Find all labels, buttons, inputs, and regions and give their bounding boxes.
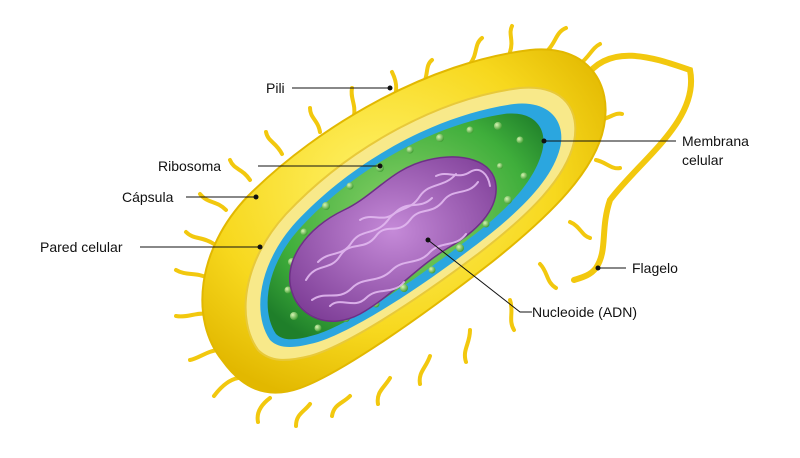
label-flagelo: Flagelo	[632, 260, 678, 276]
label-ribosoma: Ribosoma	[158, 158, 221, 174]
ribosoma-dot	[377, 163, 383, 169]
membrana-dot	[541, 138, 547, 144]
nucleoide-dot	[425, 237, 431, 243]
nucleoid	[289, 156, 497, 322]
pared-celular-dot	[257, 244, 263, 250]
flagellum	[571, 52, 695, 283]
label-pared-celular: Pared celular	[40, 239, 123, 255]
label-membrana-line2: celular	[682, 152, 724, 168]
capsula-dot	[253, 194, 259, 200]
nucleoide-leader	[427, 239, 532, 313]
label-membrana-line1: Membrana	[682, 133, 749, 149]
label-capsula: Cápsula	[122, 189, 174, 205]
label-pili: Pili	[266, 80, 285, 96]
leaders	[140, 85, 676, 313]
label-nucleoide: Nucleoide (ADN)	[532, 304, 637, 320]
flagelo-dot	[595, 265, 601, 271]
pili-dot	[387, 85, 393, 91]
